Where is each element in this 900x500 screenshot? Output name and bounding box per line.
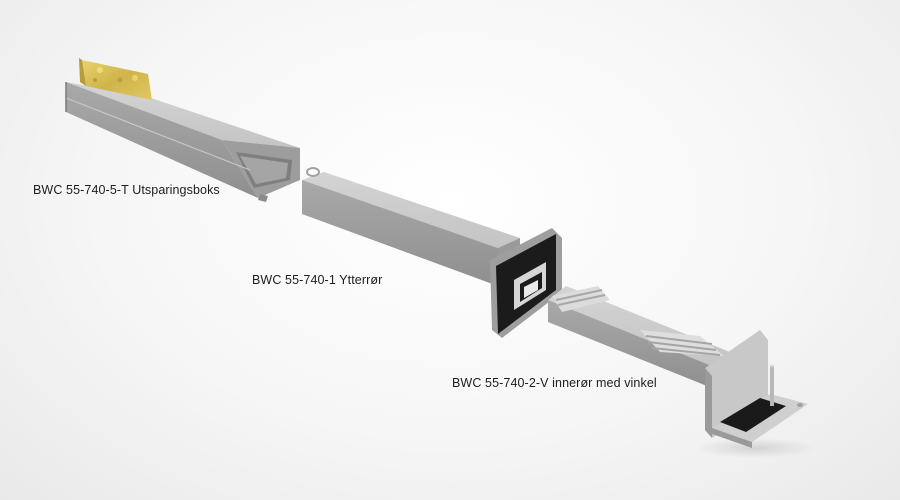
grip-ribs-right	[640, 330, 724, 356]
recess-box-label: BWC 55-740-5-T Utsparingsboks	[33, 183, 220, 197]
inner-pipe-part	[548, 286, 815, 458]
angle-bracket	[695, 330, 815, 458]
inner-pipe-label: BWC 55-740-2-V innerør med vinkel	[452, 376, 657, 390]
outer-pipe-part	[302, 167, 562, 338]
recess-box-part	[65, 58, 300, 202]
outer-pipe-label: BWC 55-740-1 Ytterrør	[252, 273, 383, 287]
insulation-block	[79, 58, 152, 100]
grip-ribs-left	[552, 286, 610, 312]
gasket-flange	[490, 228, 562, 338]
